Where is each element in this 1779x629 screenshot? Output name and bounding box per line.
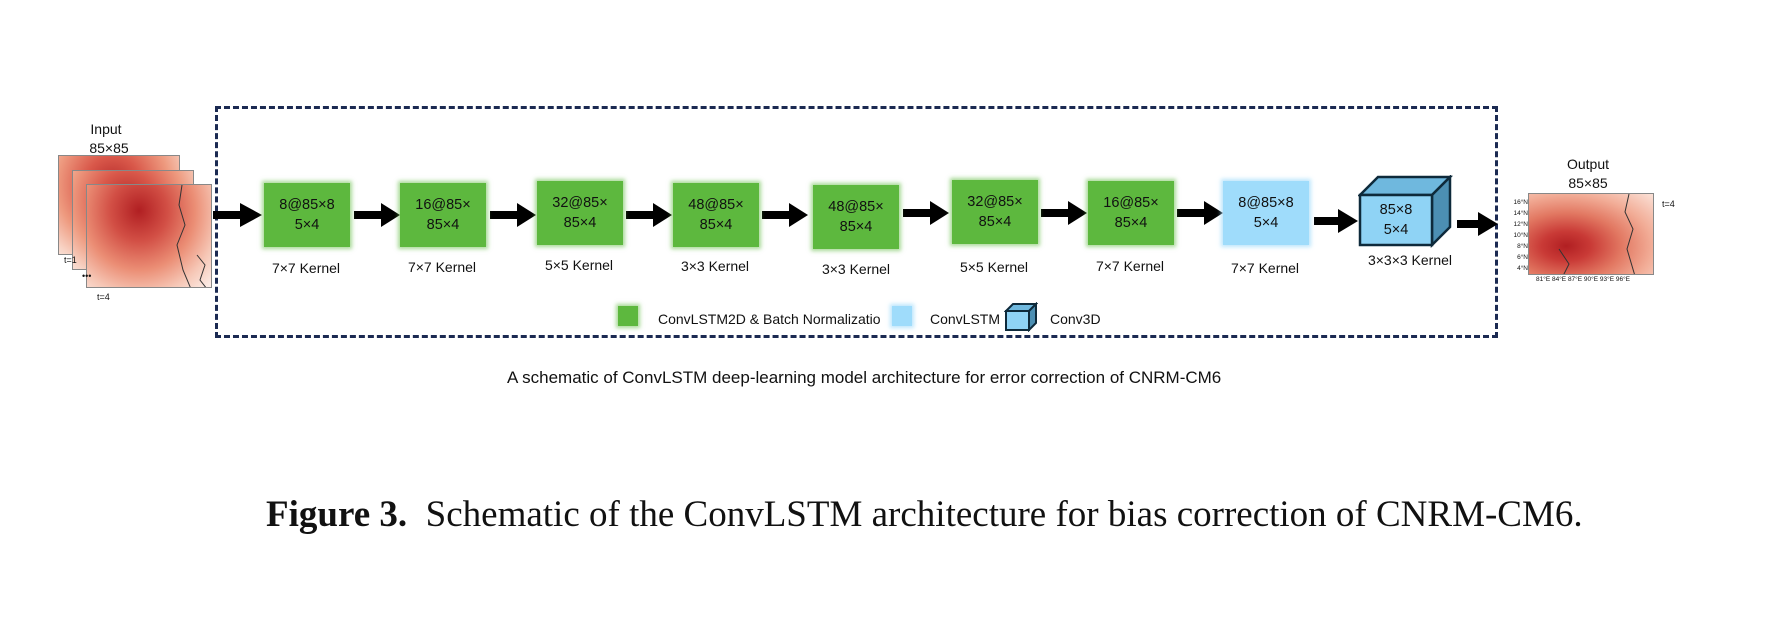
- lat-tick: 10°N: [1513, 232, 1528, 239]
- legend-blue-swatch: [892, 306, 912, 326]
- kernel-label-7: 7×7 Kernel: [1095, 258, 1165, 274]
- layer-block-7: 16@85× 85×4: [1088, 181, 1174, 245]
- layer-block-3: 32@85× 85×4: [537, 181, 623, 245]
- layer-3-line1: 32@85×: [552, 195, 608, 211]
- arrow-3: [490, 203, 536, 227]
- kernel-label-4: 3×3 Kernel: [680, 258, 750, 274]
- layer-7-line2: 85×4: [1114, 215, 1148, 231]
- kernel-label-8: 7×7 Kernel: [1230, 260, 1300, 276]
- layer-block-2: 16@85× 85×4: [400, 183, 486, 247]
- legend-cube-label: Conv3D: [1050, 311, 1101, 327]
- conv3d-cube: [1358, 175, 1454, 249]
- layer-block-5: 48@85× 85×4: [813, 185, 899, 249]
- arrow-9: [1314, 209, 1358, 233]
- lat-tick: 4°N: [1517, 265, 1528, 272]
- input-size: 85×85: [89, 140, 129, 156]
- lat-tick: 8°N: [1517, 243, 1528, 250]
- output-t-label: t=4: [1662, 199, 1675, 209]
- figure-caption: Figure 3. Schematic of the ConvLSTM arch…: [266, 490, 1746, 539]
- figure-label: Figure 3.: [266, 494, 408, 535]
- output-size: 85×85: [1568, 175, 1608, 191]
- layer-2-line1: 16@85×: [415, 197, 471, 213]
- layer-1-line1: 8@85×8: [279, 197, 335, 213]
- kernel-label-9: 3×3×3 Kernel: [1367, 252, 1453, 268]
- kernel-label-3: 5×5 Kernel: [544, 257, 614, 273]
- lat-tick: 16°N: [1513, 199, 1528, 206]
- output-lon-axis: 81°E 84°E 87°E 90°E 93°E 96°E: [1536, 276, 1631, 283]
- layer-block-9: 85×8 5×4: [1360, 195, 1432, 245]
- input-title: Input: [90, 121, 122, 137]
- kernel-label-5: 3×3 Kernel: [821, 261, 891, 277]
- layer-9-line2: 5×4: [1383, 222, 1409, 238]
- output-map: [1528, 193, 1654, 275]
- kernel-label-2: 7×7 Kernel: [407, 259, 477, 275]
- layer-4-line1: 48@85×: [688, 197, 744, 213]
- input-ellipsis: •••: [82, 271, 92, 281]
- output-title: Output: [1566, 156, 1610, 172]
- legend-blue-label: ConvLSTM: [930, 311, 1001, 327]
- layer-block-4: 48@85× 85×4: [673, 183, 759, 247]
- layer-5-line2: 85×4: [839, 219, 873, 235]
- layer-block-8: 8@85×8 5×4: [1223, 181, 1309, 245]
- output-lat-axis: 16°N 14°N 12°N 10°N 8°N 6°N 4°N: [1504, 197, 1528, 274]
- kernel-label-1: 7×7 Kernel: [271, 260, 341, 276]
- layer-5-line1: 48@85×: [828, 199, 884, 215]
- layer-block-6: 32@85× 85×4: [952, 180, 1038, 244]
- lat-tick: 12°N: [1513, 221, 1528, 228]
- input-t-last: t=4: [97, 292, 110, 302]
- layer-6-line1: 32@85×: [967, 194, 1023, 210]
- layer-8-line1: 8@85×8: [1238, 195, 1294, 211]
- layer-4-line2: 85×4: [699, 217, 733, 233]
- arrow-10: [1457, 212, 1498, 236]
- lat-tick: 6°N: [1517, 254, 1528, 261]
- arrow-5: [762, 203, 808, 227]
- lat-tick: 14°N: [1513, 210, 1528, 217]
- arrow-2: [354, 203, 400, 227]
- arrow-7: [1041, 201, 1087, 225]
- layer-3-line2: 85×4: [563, 215, 597, 231]
- layer-2-line2: 85×4: [426, 217, 460, 233]
- output-coastline: [1558, 194, 1635, 274]
- arrow-1: [213, 203, 262, 227]
- layer-8-line2: 5×4: [1253, 215, 1279, 231]
- schematic-caption: A schematic of ConvLSTM deep-learning mo…: [507, 368, 1222, 387]
- kernel-label-6: 5×5 Kernel: [959, 259, 1029, 275]
- arrow-8: [1177, 201, 1223, 225]
- coastline-lines: [176, 185, 207, 287]
- layer-block-1: 8@85×8 5×4: [264, 183, 350, 247]
- figure-caption-text: Schematic of the ConvLSTM architecture f…: [425, 494, 1583, 535]
- legend-green-swatch: [618, 306, 638, 326]
- legend-green-label: ConvLSTM2D & Batch Normalizatio: [658, 311, 881, 327]
- arrow-6: [903, 201, 949, 225]
- layer-7-line1: 16@85×: [1103, 195, 1159, 211]
- input-map-3: [86, 184, 212, 288]
- layer-9-line1: 85×8: [1379, 202, 1413, 218]
- input-t-first: t=1: [64, 255, 77, 265]
- layer-6-line2: 85×4: [978, 214, 1012, 230]
- layer-1-line2: 5×4: [294, 217, 320, 233]
- arrow-4: [626, 203, 672, 227]
- model-frame: [215, 106, 1498, 338]
- legend-cube-icon: [1004, 302, 1038, 332]
